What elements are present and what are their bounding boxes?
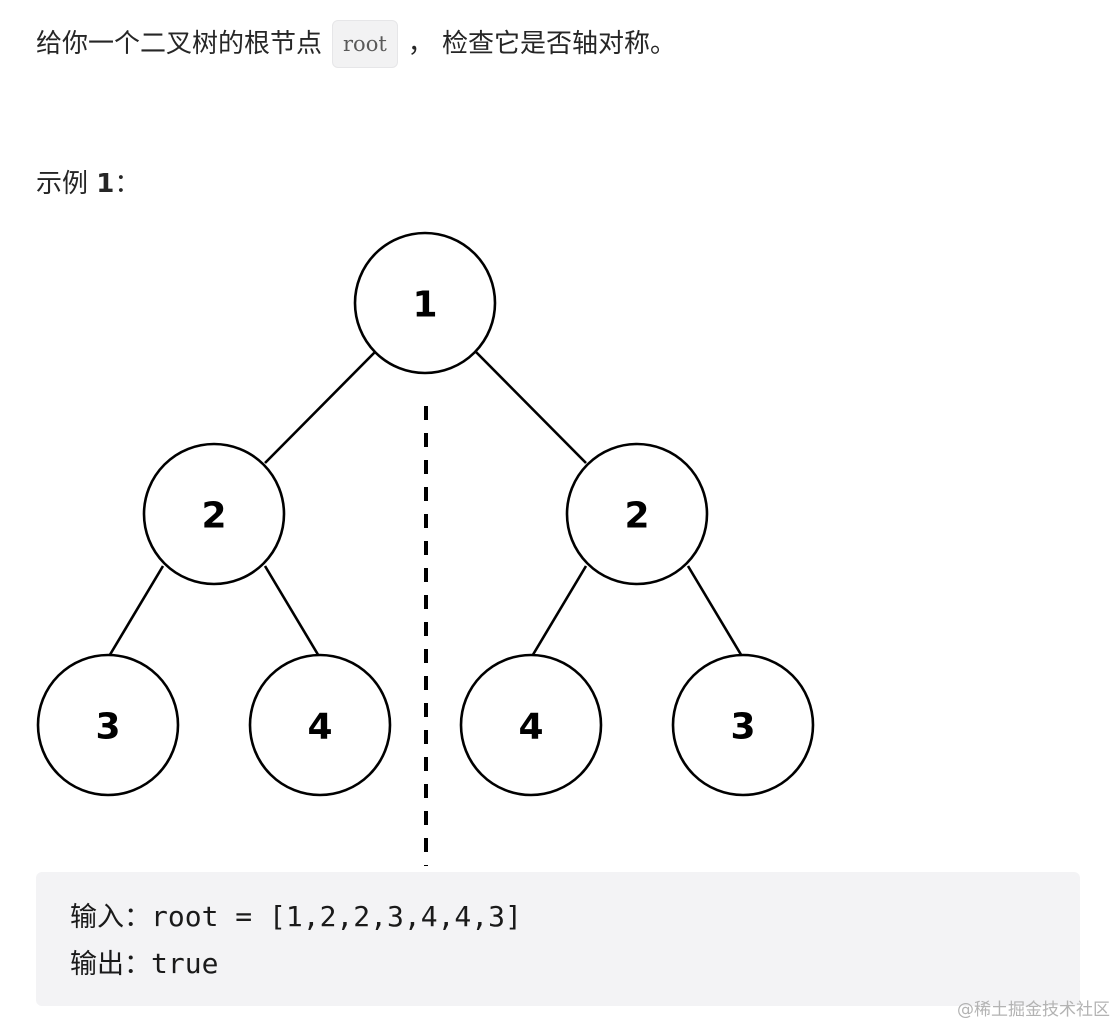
example-number: 1: [96, 169, 115, 199]
node-right: [565, 442, 709, 586]
node-left-label: 2: [201, 496, 226, 537]
example-colon: ：: [114, 169, 141, 199]
node-left: [142, 442, 286, 586]
output-value: true: [151, 947, 219, 980]
edge-root-right: [475, 351, 587, 464]
example-heading: 示例 1：: [36, 162, 140, 206]
node-left-right: [248, 653, 392, 797]
node-right-right-label: 3: [730, 707, 755, 748]
output-label: 输出：: [70, 949, 151, 980]
node-root: [353, 231, 497, 375]
node-right-left: [459, 653, 603, 797]
output-line: 输出：true: [70, 941, 1046, 988]
node-left-right-label: 4: [307, 707, 332, 748]
inline-code-root: root: [332, 20, 398, 68]
edge-right-rightright: [686, 565, 745, 659]
problem-statement: 给你一个二叉树的根节点 root ， 检查它是否轴对称。: [36, 20, 676, 68]
example-io-block: 输入：root = [1,2,2,3,4,4,3] 输出：true: [36, 872, 1080, 1006]
intro-text-before: 给你一个二叉树的根节点: [36, 29, 323, 59]
node-root-label: 1: [412, 285, 437, 326]
node-right-right: [671, 653, 815, 797]
edge-left-leftleft: [106, 565, 165, 659]
node-right-label: 2: [624, 496, 649, 537]
edge-root-left: [264, 351, 376, 464]
node-left-left-label: 3: [95, 707, 120, 748]
input-line: 输入：root = [1,2,2,3,4,4,3]: [70, 894, 1046, 941]
intro-text-after: ， 检查它是否轴对称。: [407, 29, 677, 59]
example-label: 示例: [36, 169, 89, 199]
input-value: root = [1,2,2,3,4,4,3]: [151, 900, 522, 933]
binary-tree-diagram: 1 2 2 3 4 4 3: [36, 231, 815, 866]
node-left-left: [36, 653, 180, 797]
edge-left-leftright: [263, 565, 322, 659]
input-label: 输入：: [70, 902, 151, 933]
node-right-left-label: 4: [518, 707, 543, 748]
watermark: @稀土掘金技术社区: [957, 1000, 1110, 1020]
edge-right-rightleft: [529, 565, 588, 659]
